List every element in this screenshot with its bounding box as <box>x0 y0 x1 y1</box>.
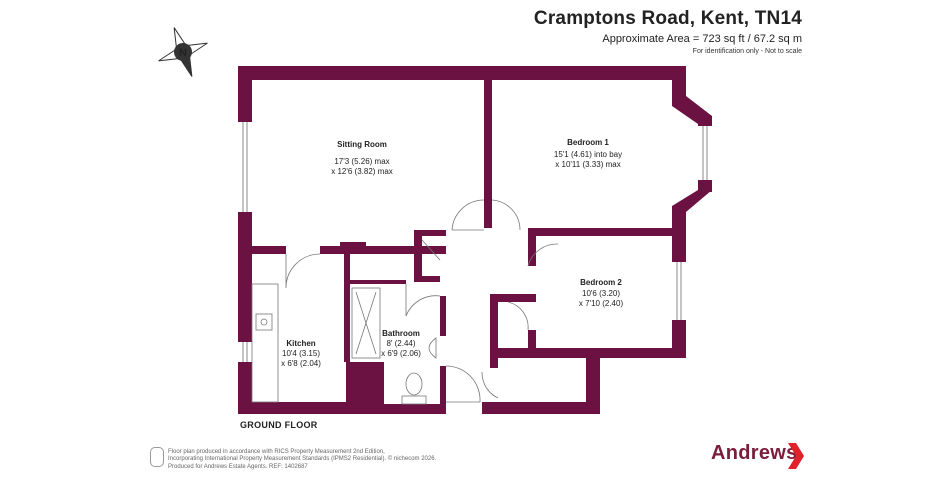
bedroom2-name: Bedroom 2 <box>580 278 622 287</box>
door-swings <box>285 199 559 403</box>
bedroom-1: Bedroom 1 15'1 (4.61) into bay x 10'11 (… <box>554 138 622 169</box>
kitchen: Kitchen 10'4 (3.15) x 6'8 (2.04) <box>281 339 321 368</box>
fixtures <box>251 283 437 405</box>
bedroom2-dim1: 10'6 (3.20) <box>582 289 620 298</box>
bathroom-name: Bathroom <box>382 329 420 338</box>
brand-name: Andrews <box>711 442 798 464</box>
sitting-room-dim2: x 12'6 (3.82) max <box>331 167 393 176</box>
windows <box>242 122 708 362</box>
bathroom-dim1: 8' (2.44) <box>386 339 415 348</box>
compass-north-label: N <box>179 47 187 59</box>
legal-text: Floor plan produced in accordance with R… <box>168 449 468 471</box>
bedroom-2: Bedroom 2 10'6 (3.20) x 7'10 (2.40) <box>579 278 624 308</box>
bedroom1-dim1: 15'1 (4.61) into bay <box>554 150 622 159</box>
legal-line-2: Incorporating International Property Mea… <box>168 456 437 463</box>
identification-note: For identification only - Not to scale <box>692 48 802 55</box>
compass-icon <box>158 27 208 77</box>
kitchen-dim1: 10'4 (3.15) <box>282 349 320 358</box>
rics-logo-icon <box>150 447 164 467</box>
bathroom-dim2: x 6'9 (2.06) <box>381 349 421 358</box>
sitting-room: Sitting Room 17'3 (5.26) max x 12'6 (3.8… <box>331 140 393 176</box>
walls <box>238 66 712 414</box>
bedroom2-dim2: x 7'10 (2.40) <box>579 299 624 308</box>
bedroom1-name: Bedroom 1 <box>567 138 609 147</box>
bedroom1-dim2: x 10'11 (3.33) max <box>555 160 620 169</box>
legal-line-3: Produced for Andrews Estate Agents. REF:… <box>168 463 308 470</box>
kitchen-dim2: x 6'8 (2.04) <box>281 359 321 368</box>
sitting-room-dim1: 17'3 (5.26) max <box>334 157 389 166</box>
sitting-room-name: Sitting Room <box>337 140 387 149</box>
bathroom: Bathroom 8' (2.44) x 6'9 (2.06) <box>381 329 421 358</box>
brand-arrow-icon <box>788 443 804 469</box>
floor-label: GROUND FLOOR <box>240 420 318 430</box>
property-title: Cramptons Road, Kent, TN14 <box>533 8 802 29</box>
legal-line-1: Floor plan produced in accordance with R… <box>168 449 385 455</box>
approximate-area: Approximate Area = 723 sq ft / 67.2 sq m <box>602 33 802 45</box>
kitchen-name: Kitchen <box>286 339 315 348</box>
